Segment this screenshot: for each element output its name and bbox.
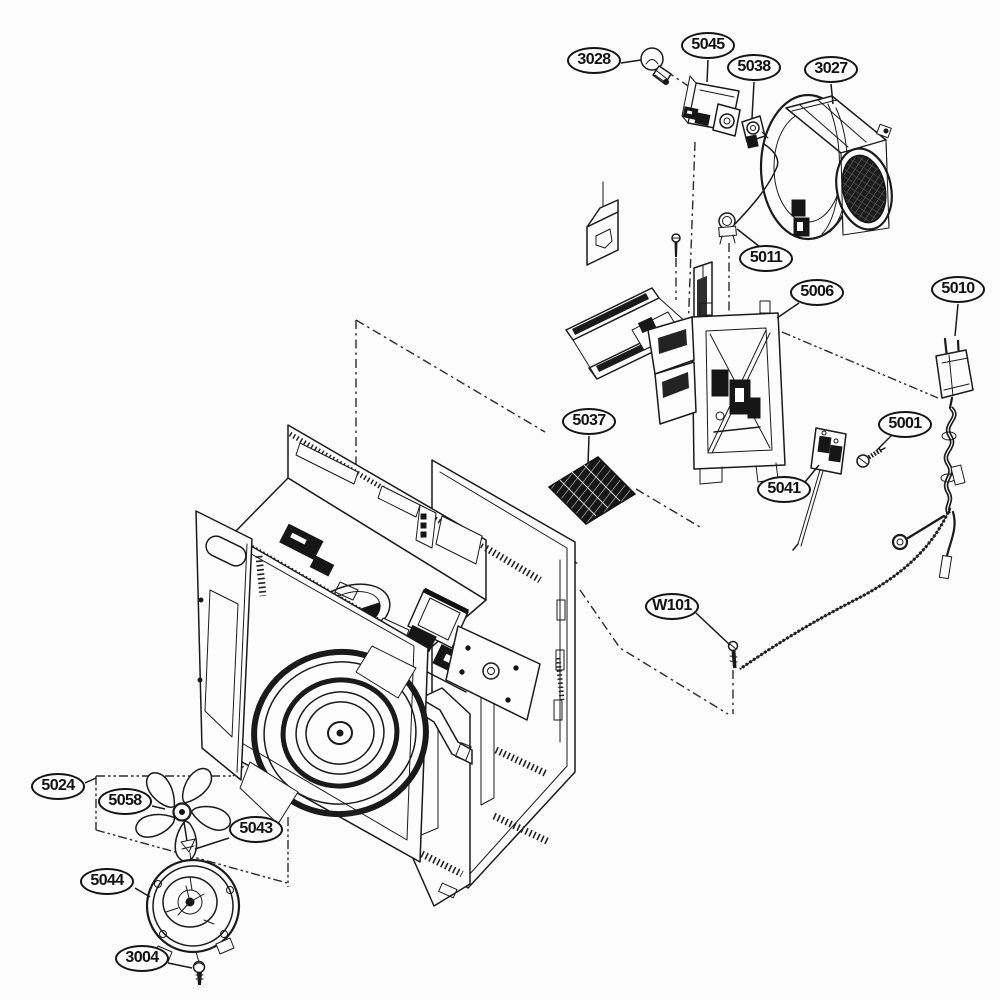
- switch-assembly-drawing: [793, 428, 846, 550]
- thermostat-drawing: [719, 144, 778, 244]
- callout-3027: 3027: [804, 56, 858, 83]
- blower-assembly-drawing: [761, 95, 899, 239]
- fan-motor-drawing: [147, 860, 239, 962]
- leader-line-5044: [135, 888, 150, 897]
- callout-5044: 5044: [80, 868, 134, 895]
- callout-5011: 5011: [739, 245, 793, 272]
- callout-5041: 5041: [757, 476, 811, 503]
- leader-line-3028: [621, 60, 641, 63]
- leader-line-5058: [152, 806, 165, 809]
- callout-5045: 5045: [681, 32, 735, 59]
- leader-line-5001: [876, 435, 892, 451]
- left-front-panel-drawing: [196, 511, 263, 780]
- leader-line-5011: [737, 229, 760, 247]
- callout-5010: 5010: [931, 276, 985, 303]
- cavity-assembly-drawing: [226, 425, 540, 862]
- callout-W101: W101: [645, 593, 699, 620]
- power-cord-drawing: [740, 339, 973, 669]
- leader-line-5043: [195, 838, 229, 849]
- screw-w101-drawing: [729, 642, 738, 668]
- vent-grille-drawing: [549, 457, 635, 524]
- bulb-drawing: [641, 48, 671, 85]
- leader-line-3004: [168, 963, 192, 968]
- leader-line-5041: [805, 465, 819, 482]
- screw-5001-drawing: [857, 448, 885, 467]
- screw-3004-drawing: [194, 962, 205, 985]
- frame-bracket-drawing: [648, 301, 785, 484]
- callout-5058: 5058: [98, 788, 152, 815]
- callout-5038: 5038: [727, 54, 781, 81]
- leader-line-5006: [777, 303, 799, 318]
- leader-line-5037: [588, 436, 589, 464]
- leader-line-3027: [831, 84, 833, 104]
- callout-5001: 5001: [878, 411, 932, 438]
- callout-5037: 5037: [562, 408, 616, 435]
- callout-5043: 5043: [229, 816, 283, 843]
- callout-3028: 3028: [567, 47, 621, 74]
- leader-line-5045: [707, 60, 708, 82]
- leader-line-W101: [696, 613, 730, 645]
- pcb-drawing: [682, 76, 740, 136]
- leader-line-5038: [752, 82, 754, 118]
- screw-duct-drawing: [672, 234, 680, 257]
- callout-3004: 3004: [115, 945, 169, 972]
- leader-line-5024: [85, 778, 96, 783]
- leader-lines: [85, 60, 958, 968]
- callout-5006: 5006: [790, 279, 844, 306]
- interlock-bracket-5038-drawing: [742, 116, 768, 148]
- callout-5024: 5024: [31, 773, 85, 800]
- fan-blade-drawing: [131, 769, 234, 866]
- leader-line-5010: [955, 304, 958, 336]
